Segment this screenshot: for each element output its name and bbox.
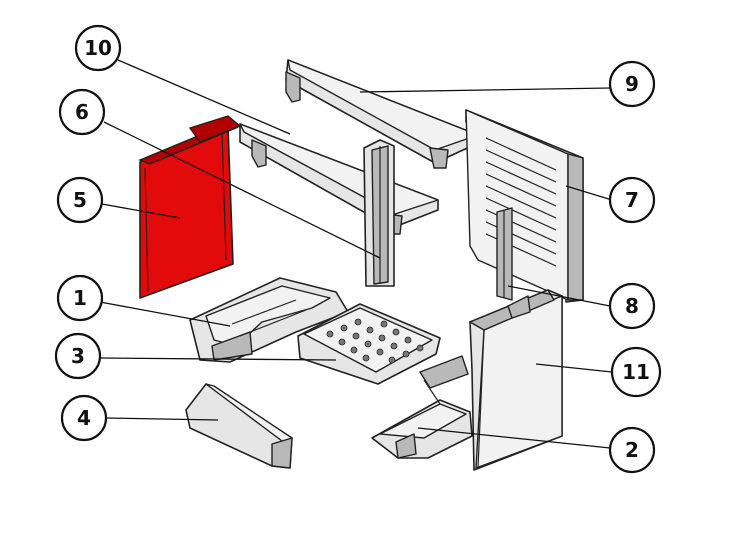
callout-7: 7 — [608, 176, 656, 224]
callout-label: 4 — [77, 406, 91, 430]
callout-3: 3 — [54, 332, 102, 380]
leader-3 — [99, 357, 337, 361]
leader-4 — [105, 417, 219, 421]
callout-1: 1 — [56, 274, 104, 322]
callout-9: 9 — [608, 60, 656, 108]
grate-holes — [326, 318, 424, 364]
leader-10 — [117, 59, 291, 135]
callout-label: 6 — [75, 100, 89, 124]
part-4-front-lip[interactable] — [185, 383, 293, 469]
callout-10: 10 — [74, 24, 122, 72]
callout-label: 3 — [71, 344, 85, 368]
callout-6: 6 — [58, 88, 106, 136]
leader-6 — [103, 121, 381, 259]
leader-8 — [507, 285, 611, 307]
leader-5 — [101, 203, 181, 219]
callout-11: 11 — [610, 346, 662, 398]
leader-11 — [535, 363, 613, 373]
part-11-front-side-wall[interactable] — [469, 289, 563, 471]
leader-9 — [359, 87, 611, 93]
callout-label: 10 — [84, 36, 112, 60]
leader-lines — [99, 59, 613, 449]
support-pillar[interactable] — [363, 139, 395, 287]
callout-label: 8 — [625, 294, 639, 318]
leader-1 — [99, 301, 231, 327]
leader-2 — [417, 427, 611, 449]
part-5-back-panel-highlighted[interactable] — [138, 115, 242, 299]
callout-label: 9 — [625, 72, 639, 96]
callout-5: 5 — [56, 176, 104, 224]
leader-7 — [565, 185, 613, 201]
part-3-grate[interactable] — [297, 303, 441, 385]
callout-4: 4 — [60, 394, 108, 442]
callout-label: 5 — [73, 188, 87, 212]
callout-label: 11 — [622, 360, 650, 384]
callout-label: 2 — [625, 438, 639, 462]
callout-2: 2 — [608, 426, 656, 474]
part-9-baffle-upper[interactable] — [285, 59, 479, 169]
callout-label: 1 — [73, 286, 87, 310]
callout-8: 8 — [608, 282, 656, 330]
callout-label: 7 — [625, 188, 639, 212]
part-1-base-left[interactable] — [189, 277, 349, 363]
part-8-rod[interactable] — [496, 207, 513, 301]
part-7-side-wall-grooved[interactable] — [465, 109, 584, 303]
